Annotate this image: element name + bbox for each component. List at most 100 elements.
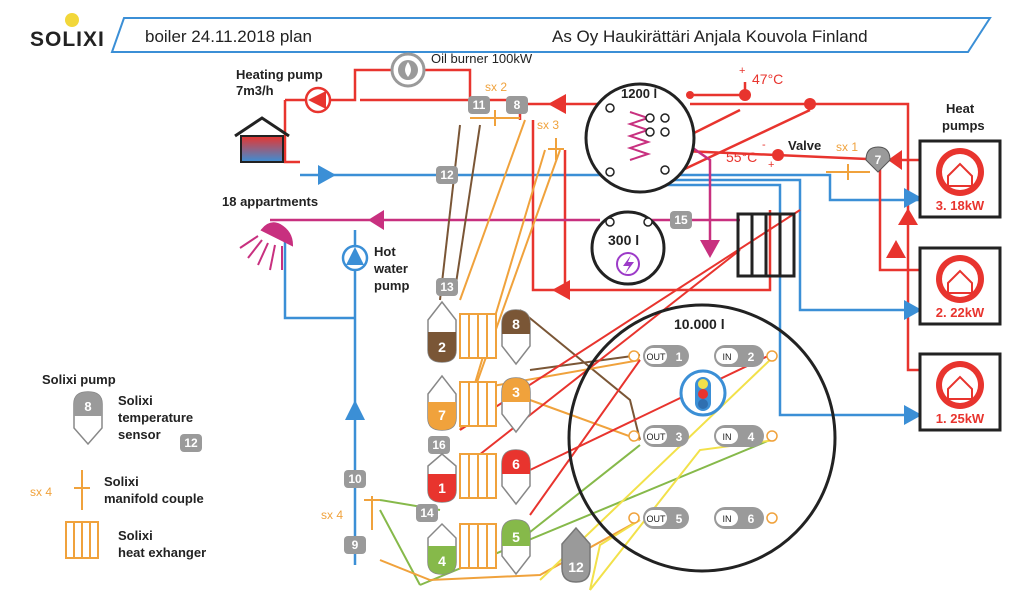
port-out-1[interactable]: OUT 1 [628,345,689,367]
hot-water-pump-label-3: pump [374,278,409,293]
pump-3[interactable]: 3 [501,377,531,434]
house-icon [234,116,290,163]
legend-heat-exchanger-icon [65,521,99,559]
arrow-right-icon [904,188,922,208]
hot-water-pump-label-2: water [373,261,408,276]
heating-pump-label-1: Heating pump [236,67,323,82]
sensor-10: 10 [348,472,362,486]
temp-55-label: 55°C [726,149,757,165]
logo: SOLIXI [30,28,105,51]
heating-coil [626,111,652,161]
header-frame [110,17,992,53]
port-out-5[interactable]: OUT 5 [628,507,689,529]
sensor-13: 13 [440,280,454,294]
sx1-label: sx 1 [836,140,858,154]
svg-text:OUT: OUT [647,514,667,524]
oil-burner[interactable]: Oil burner 100kW [390,51,533,88]
tank-1200[interactable]: 1200 l [584,82,696,194]
arrow-up-icon [886,240,906,258]
heat-exchanger [459,523,497,569]
svg-text:3: 3 [676,430,683,444]
heat-pumps-label-2: pumps [942,118,985,133]
tank-300-label: 300 l [608,232,639,248]
arrow-up-icon [345,400,365,420]
svg-text:1: 1 [676,350,683,364]
svg-text:12: 12 [184,436,198,450]
valve-label: Valve [788,138,821,153]
pump-6[interactable]: 6 [501,449,531,506]
heat-pump-3[interactable]: 3. 18kW [918,139,1002,219]
sensor-8: 8 [514,98,521,112]
tank-10000-label: 10.000 l [674,316,725,332]
arrow-left-icon [548,94,566,114]
shower-icon [239,222,294,271]
arrow-up-icon [346,247,364,265]
svg-text:5: 5 [676,512,683,526]
pump-7-label: 7 [875,153,882,167]
pump-5[interactable]: 5 [501,519,531,576]
arrow-down-icon [700,240,720,258]
svg-text:6: 6 [748,512,755,526]
svg-text:sensor: sensor [118,427,161,442]
pipes-magenta [270,123,740,250]
port-in-2[interactable]: IN 2 [714,345,778,367]
pump-2[interactable]: 2 [427,300,457,363]
svg-text:heat exhanger: heat exhanger [118,545,206,560]
pump-1[interactable]: 1 [427,453,457,503]
svg-text:sx 4: sx 4 [30,485,52,499]
svg-text:IN: IN [723,352,732,362]
arrow-up-icon [898,208,918,225]
sensor-16: 16 [432,438,446,452]
heat-exchanger [459,453,497,499]
tank-300[interactable]: 300 l [590,210,666,286]
flow-arrows [318,94,922,425]
heat-pump-1[interactable]: 1. 25kW [918,352,1002,432]
hot-water-pump[interactable]: Hot water pump [341,244,409,293]
svg-text:IN: IN [723,514,732,524]
pump-8-label: 8 [512,316,520,332]
svg-text:1. 25kW: 1. 25kW [936,411,985,426]
sx4-label: sx 4 [321,508,343,522]
manifolds [364,110,870,530]
oil-burner-label: Oil burner 100kW [431,51,533,66]
svg-text:manifold couple: manifold couple [104,491,204,506]
svg-text:IN: IN [723,432,732,442]
pump-7[interactable]: 7 [427,374,457,431]
svg-text:Solixi: Solixi [118,528,153,543]
svg-text:+: + [768,159,774,171]
pump-4[interactable]: 4 [427,522,457,575]
arrow-left-icon [888,150,902,170]
svg-text:2: 2 [748,350,755,364]
tank-10000[interactable]: 10.000 l OUT 1 IN 2 OUT 3 IN 4 [567,303,837,573]
sensor-14: 14 [420,506,434,520]
pump-12-label: 12 [568,559,584,575]
heat-exchanger [459,313,497,359]
sensor-9: 9 [352,538,359,552]
heat-exchanger-center[interactable] [736,212,796,278]
svg-text:3. 18kW: 3. 18kW [936,198,985,213]
pump-12[interactable]: 12 [561,526,591,583]
solixi-heat-exchangers [459,313,497,569]
heating-pump-label-2: 7m3/h [236,83,274,98]
heat-pump-2[interactable]: 2. 22kW [918,246,1002,326]
solixi-pump-7[interactable]: 7 [865,146,891,173]
pump-8[interactable]: 8 [501,309,531,366]
arrow-right-icon [318,165,336,185]
location-title: As Oy Haukirättäri Anjala Kouvola Finlan… [552,27,868,46]
temp-47-label: 47°C [752,71,783,87]
arrow-right-icon [904,300,922,320]
port-out-3[interactable]: OUT 3 [628,425,689,447]
port-in-6[interactable]: IN 6 [714,507,778,529]
house-heat-icon [947,375,973,400]
sensor-12: 12 [440,168,454,182]
arrow-left-icon [308,91,326,109]
port-in-4[interactable]: IN 4 [714,425,778,447]
pump-5-label: 5 [512,529,520,545]
header: SOLIXI boiler 24.11.2018 plan As Oy Hauk… [30,13,992,53]
arrow-right-icon [904,405,922,425]
apartments-label: 18 appartments [222,194,318,209]
plan-title: boiler 24.11.2018 plan [145,27,312,46]
house-heat-icon [947,162,973,187]
heating-pump[interactable]: Heating pump 7m3/h [236,67,332,114]
svg-text:2. 22kW: 2. 22kW [936,305,985,320]
